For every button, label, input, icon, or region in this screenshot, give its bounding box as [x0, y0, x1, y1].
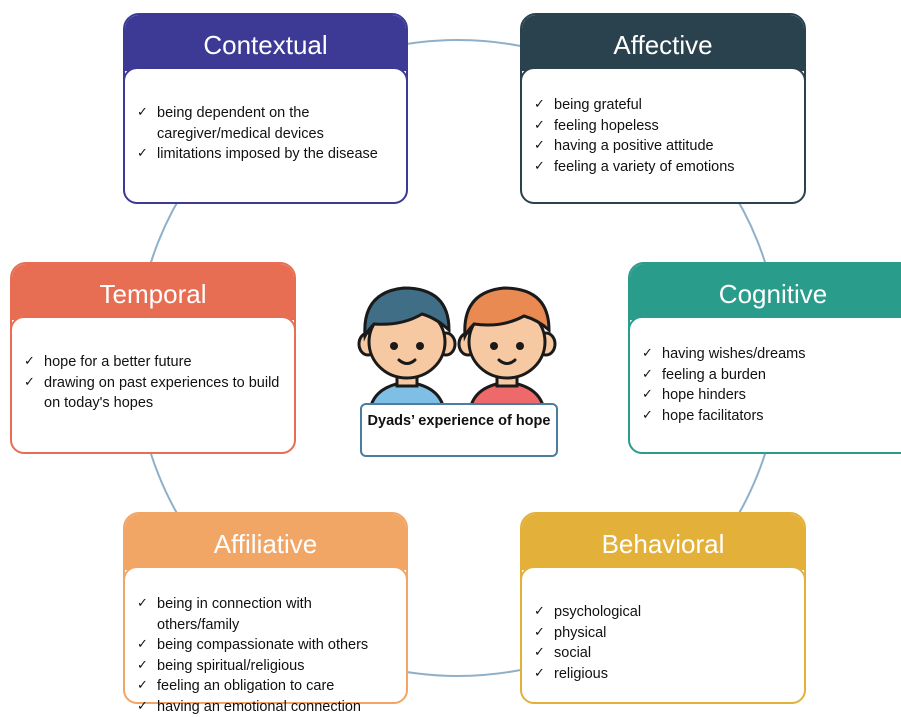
- list-item: ✓ being in connection with others/family: [137, 594, 396, 635]
- checkmark-icon: ✓: [137, 676, 148, 697]
- center-label: Dyads’ experience of hope: [360, 403, 558, 457]
- list-item: ✓ being spiritual/religious: [137, 656, 396, 677]
- list-item-text: being dependent on the caregiver/medical…: [157, 105, 324, 142]
- checkmark-icon: ✓: [24, 352, 35, 373]
- checkmark-icon: ✓: [534, 136, 545, 157]
- cognitive-title: Cognitive: [630, 264, 901, 320]
- behavioral-list: ✓ psychological ✓ physical ✓ social ✓ religious: [534, 602, 794, 684]
- checkmark-icon: ✓: [534, 157, 545, 178]
- list-item-text: having a positive attitude: [554, 138, 714, 154]
- affiliative-list: ✓being in connection with others/family✓…: [137, 594, 396, 717]
- checkmark-icon: ✓: [534, 95, 545, 116]
- list-item-text: drawing on past experiences to build on …: [44, 375, 279, 412]
- list-item-text: being compassionate with others: [157, 637, 368, 653]
- affective-list: ✓ being grateful ✓ feeling hopeless ✓ having …: [534, 95, 794, 177]
- affiliative-card: Affiliative ✓ being in connection with ot…: [123, 512, 408, 704]
- checkmark-icon: ✓: [642, 365, 653, 386]
- temporal-title: Temporal: [12, 264, 294, 320]
- right-child-figure: [459, 288, 555, 410]
- checkmark-icon: ✓: [534, 623, 545, 644]
- checkmark-icon: ✓: [534, 602, 545, 623]
- behavioral-title: Behavioral: [522, 514, 804, 570]
- list-item-text: feeling a burden: [662, 367, 766, 383]
- list-item-text: psychological: [554, 604, 641, 620]
- checkmark-icon: ✓: [137, 635, 148, 656]
- list-item: ✓ feeling hopeless: [534, 116, 794, 137]
- contextual-list: ✓ being dependent on the caregiver/medica…: [137, 103, 396, 165]
- list-item: ✓ feeling a variety of emotions: [534, 157, 794, 178]
- list-item: ✓ having a positive attitude: [534, 136, 794, 157]
- list-item: ✓ drawing on past experiences to build on…: [24, 373, 284, 414]
- list-item-text: limitations imposed by the disease: [157, 146, 378, 162]
- list-item: ✓ religious: [534, 664, 794, 685]
- list-item: ✓ psychological: [534, 602, 794, 623]
- cognitive-card: Cognitive ✓ having wishes/dreams ✓ feeling …: [628, 262, 901, 454]
- list-item-text: hope hinders: [662, 387, 746, 403]
- list-item: ✓ hope for a better future: [24, 352, 284, 373]
- list-item: ✓ social: [534, 643, 794, 664]
- affective-body: ✓ being grateful ✓ feeling hopeless ✓ having …: [520, 67, 806, 204]
- checkmark-icon: ✓: [137, 656, 148, 677]
- behavioral-card: Behavioral ✓ psychological ✓ physical ✓ socia…: [520, 512, 806, 704]
- checkmark-icon: ✓: [534, 664, 545, 685]
- cognitive-list: ✓ having wishes/dreams ✓ feeling a burden ✓ h…: [642, 344, 901, 426]
- contextual-title: Contextual: [125, 15, 406, 71]
- list-item-text: social: [554, 645, 591, 661]
- checkmark-icon: ✓: [137, 144, 148, 165]
- affiliative-body: ✓being in connection with others/family✓…: [123, 566, 408, 704]
- checkmark-icon: ✓: [534, 116, 545, 137]
- list-item-text: feeling a variety of emotions: [554, 159, 735, 175]
- list-item-text: hope facilitators: [662, 408, 764, 424]
- contextual-card: Contextual ✓ being dependent on the careg…: [123, 13, 408, 204]
- list-item-text: being spiritual/religious: [157, 658, 305, 674]
- temporal-body: ✓ hope for a better future ✓ drawing on pas…: [10, 316, 296, 454]
- list-item-text: having wishes/dreams: [662, 346, 805, 362]
- checkmark-icon: ✓: [642, 385, 653, 406]
- list-item-text: having an emotional connection: [157, 699, 361, 715]
- list-item-text: physical: [554, 625, 606, 641]
- list-item: ✓ feeling a burden: [642, 365, 901, 386]
- list-item-text: being grateful: [554, 97, 642, 113]
- list-item: ✓ feeling an obligation to care: [137, 676, 396, 697]
- checkmark-icon: ✓: [642, 406, 653, 427]
- list-item: ✓ physical: [534, 623, 794, 644]
- list-item: ✓ having wishes/dreams: [642, 344, 901, 365]
- checkmark-icon: ✓: [642, 344, 653, 365]
- affiliative-title: Affiliative: [125, 514, 406, 570]
- list-item: ✓ hope facilitators: [642, 406, 901, 427]
- affective-title: Affective: [522, 15, 804, 71]
- affective-card: Affective ✓ being grateful ✓ feeling hopele…: [520, 13, 806, 204]
- children-illustration: [352, 280, 562, 410]
- contextual-body: ✓ being dependent on the caregiver/medica…: [123, 67, 408, 204]
- checkmark-icon: ✓: [24, 373, 35, 394]
- checkmark-icon: ✓: [534, 643, 545, 664]
- list-item: ✓ limitations imposed by the disease: [137, 144, 396, 165]
- list-item-text: feeling hopeless: [554, 118, 659, 134]
- list-item: ✓ hope hinders: [642, 385, 901, 406]
- checkmark-icon: ✓: [137, 594, 148, 615]
- list-item-text: hope for a better future: [44, 354, 192, 370]
- list-item: ✓ being dependent on the caregiver/medica…: [137, 103, 396, 144]
- list-item-text: feeling an obligation to care: [157, 678, 334, 694]
- list-item-text: religious: [554, 666, 608, 682]
- temporal-card: Temporal ✓ hope for a better future ✓ drawi…: [10, 262, 296, 454]
- temporal-list: ✓ hope for a better future ✓ drawing on pas…: [24, 352, 284, 414]
- behavioral-body: ✓ psychological ✓ physical ✓ social ✓ religious: [520, 566, 806, 704]
- list-item-text: being in connection with others/family: [157, 596, 312, 633]
- list-item: ✓ being compassionate with others: [137, 635, 396, 656]
- left-child-figure: [359, 288, 455, 410]
- list-item: ✓ being grateful: [534, 95, 794, 116]
- checkmark-icon: ✓: [137, 103, 148, 124]
- cognitive-body: ✓ having wishes/dreams ✓ feeling a burden ✓ h…: [628, 316, 901, 454]
